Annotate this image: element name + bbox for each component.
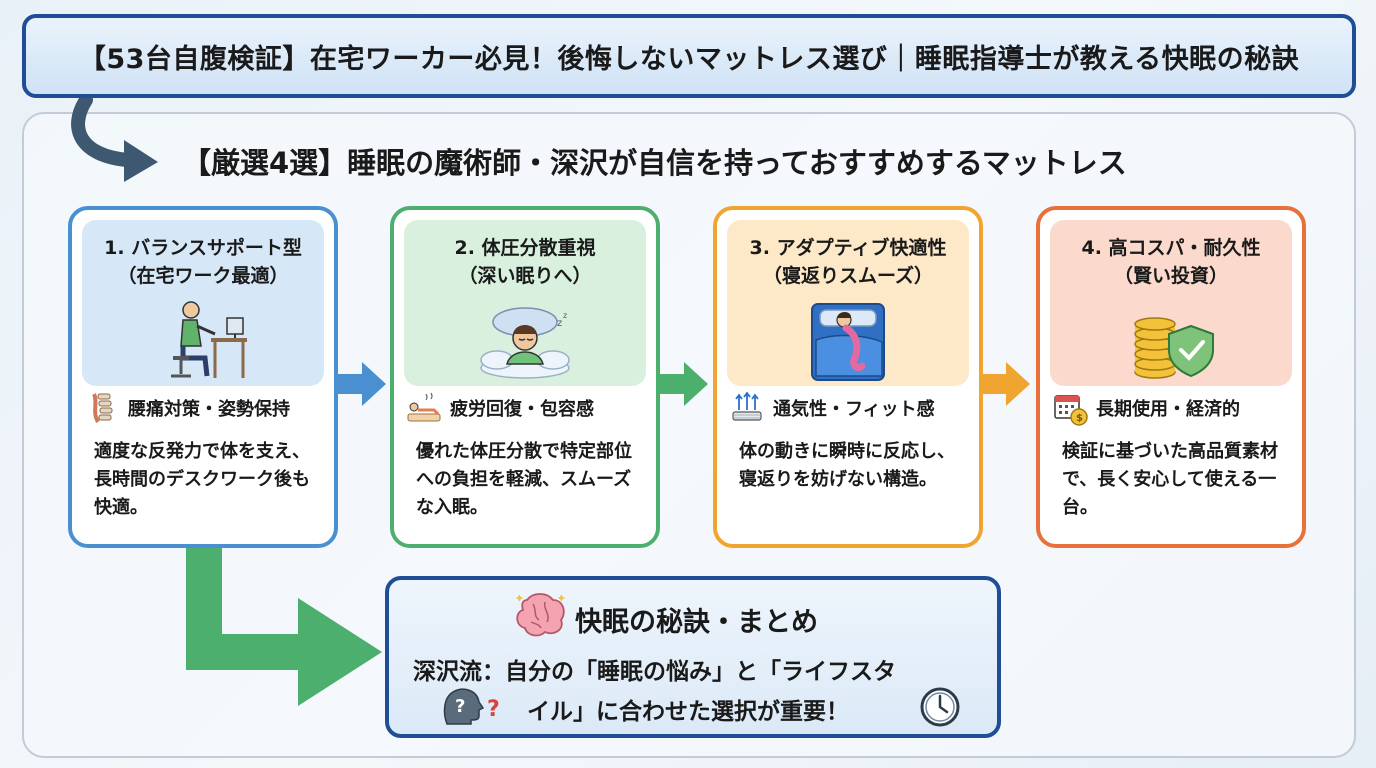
card-title-line1: 2. 体圧分散重視 xyxy=(454,237,596,259)
feature-label: 疲労回復・包容感 xyxy=(450,399,594,420)
arrow-right-blue-icon xyxy=(338,362,386,406)
arrow-right-orange-icon xyxy=(982,362,1030,406)
card-title: 4. 高コスパ・耐久性 （賢い投資） xyxy=(1050,234,1292,290)
title-banner: 【53台自腹検証】在宅ワーカー必見！後悔しないマットレス選び｜睡眠指導士が教える… xyxy=(22,14,1356,98)
card-feature: $ 長期使用・経済的 xyxy=(1052,386,1298,430)
card-title-line2: （深い眠りへ） xyxy=(458,265,592,287)
svg-text:z: z xyxy=(563,311,567,320)
card-feature: 腰痛対策・姿勢保持 xyxy=(84,386,330,430)
card-description: 検証に基づいた高品質素材で、長く安心して使える一台。 xyxy=(1062,441,1278,518)
card-title-line2: （在宅ワーク最適） xyxy=(117,265,289,287)
card-head: 2. 体圧分散重視 （深い眠りへ） z z xyxy=(404,220,646,386)
summary-text-line2: イル」に合わせた選択が重要！ xyxy=(527,699,849,725)
card-description: 適度な反発力で体を支え、長時間のデスクワーク後も快適。 xyxy=(94,441,310,518)
card-feature: 疲労回復・包容感 xyxy=(406,386,652,430)
card-title: 2. 体圧分散重視 （深い眠りへ） xyxy=(404,234,646,290)
card-feature: 通気性・フィット感 xyxy=(729,386,975,430)
airflow-icon xyxy=(732,391,762,421)
head-question-icon: ? ? xyxy=(443,688,500,725)
card-title-line1: 3. アダプティブ快適性 xyxy=(749,237,947,259)
svg-text:z: z xyxy=(557,318,562,329)
card-head: 3. アダプティブ快適性 （寝返りスムーズ） xyxy=(727,220,969,386)
brain-icon xyxy=(515,593,565,637)
card-head: 4. 高コスパ・耐久性 （賢い投資） xyxy=(1050,220,1292,386)
summary-text-line1: 深沢流：自分の「睡眠の悩み」と「ライフスタ xyxy=(413,659,896,685)
svg-text:?: ? xyxy=(487,697,500,722)
sleeping-cloud-icon: z z xyxy=(480,307,570,379)
page-title: 【53台自腹検証】在宅ワーカー必見！後悔しないマットレス選び｜睡眠指導士が教える… xyxy=(78,43,1300,75)
bed-sleeper-icon xyxy=(811,303,885,381)
svg-text:?: ? xyxy=(455,696,465,717)
card-title: 3. アダプティブ快適性 （寝返りスムーズ） xyxy=(727,234,969,290)
section-subtitle: 【厳選4選】睡眠の魔術師・深沢が自信を持っておすすめするマットレス xyxy=(182,146,1127,180)
curve-arrow-icon xyxy=(71,98,158,182)
arrow-right-green-icon xyxy=(660,362,708,406)
feature-label: 通気性・フィット感 xyxy=(773,399,935,420)
card-adaptive-comfort: 3. アダプティブ快適性 （寝返りスムーズ） 通気性・フィット感 体の動きに瞬時… xyxy=(713,206,983,548)
card-title-line2: （賢い投資） xyxy=(1113,265,1228,287)
coins-shield-icon xyxy=(1134,317,1214,379)
desk-worker-icon xyxy=(171,301,247,378)
card-title-line1: 4. 高コスパ・耐久性 xyxy=(1081,237,1261,259)
card-description: 優れた体圧分散で特定部位への負担を軽減、スムーズな入眠。 xyxy=(416,441,632,518)
card-description: 体の動きに瞬時に反応し、寝返りを妨げない構造。 xyxy=(739,441,955,490)
card-title: 1. バランスサポート型 （在宅ワーク最適） xyxy=(82,234,324,290)
card-title-line2: （寝返りスムーズ） xyxy=(762,265,934,287)
calendar-coin-icon: $ xyxy=(1054,395,1088,426)
feature-label: 腰痛対策・姿勢保持 xyxy=(128,399,290,420)
card-pressure-distribution: 2. 体圧分散重視 （深い眠りへ） z z 疲労回復・包容感 優れた体圧分散で特… xyxy=(390,206,660,548)
card-cost-durability: 4. 高コスパ・耐久性 （賢い投資） xyxy=(1036,206,1306,548)
summary-title: 快眠の秘訣・まとめ xyxy=(575,607,818,638)
svg-text:$: $ xyxy=(1076,413,1083,424)
spine-icon xyxy=(92,393,113,424)
clock-icon xyxy=(920,687,960,727)
reclining-person-icon xyxy=(407,392,441,422)
card-head: 1. バランスサポート型 （在宅ワーク最適） xyxy=(82,220,324,386)
summary-box: 快眠の秘訣・まとめ 深沢流：自分の「睡眠の悩み」と「ライフスタ ? ? イル」に… xyxy=(385,576,1001,738)
feature-label: 長期使用・経済的 xyxy=(1096,399,1240,420)
card-title-line1: 1. バランスサポート型 xyxy=(104,237,302,259)
elbow-arrow-green-icon xyxy=(186,548,382,706)
card-balance-support: 1. バランスサポート型 （在宅ワーク最適） xyxy=(68,206,338,548)
